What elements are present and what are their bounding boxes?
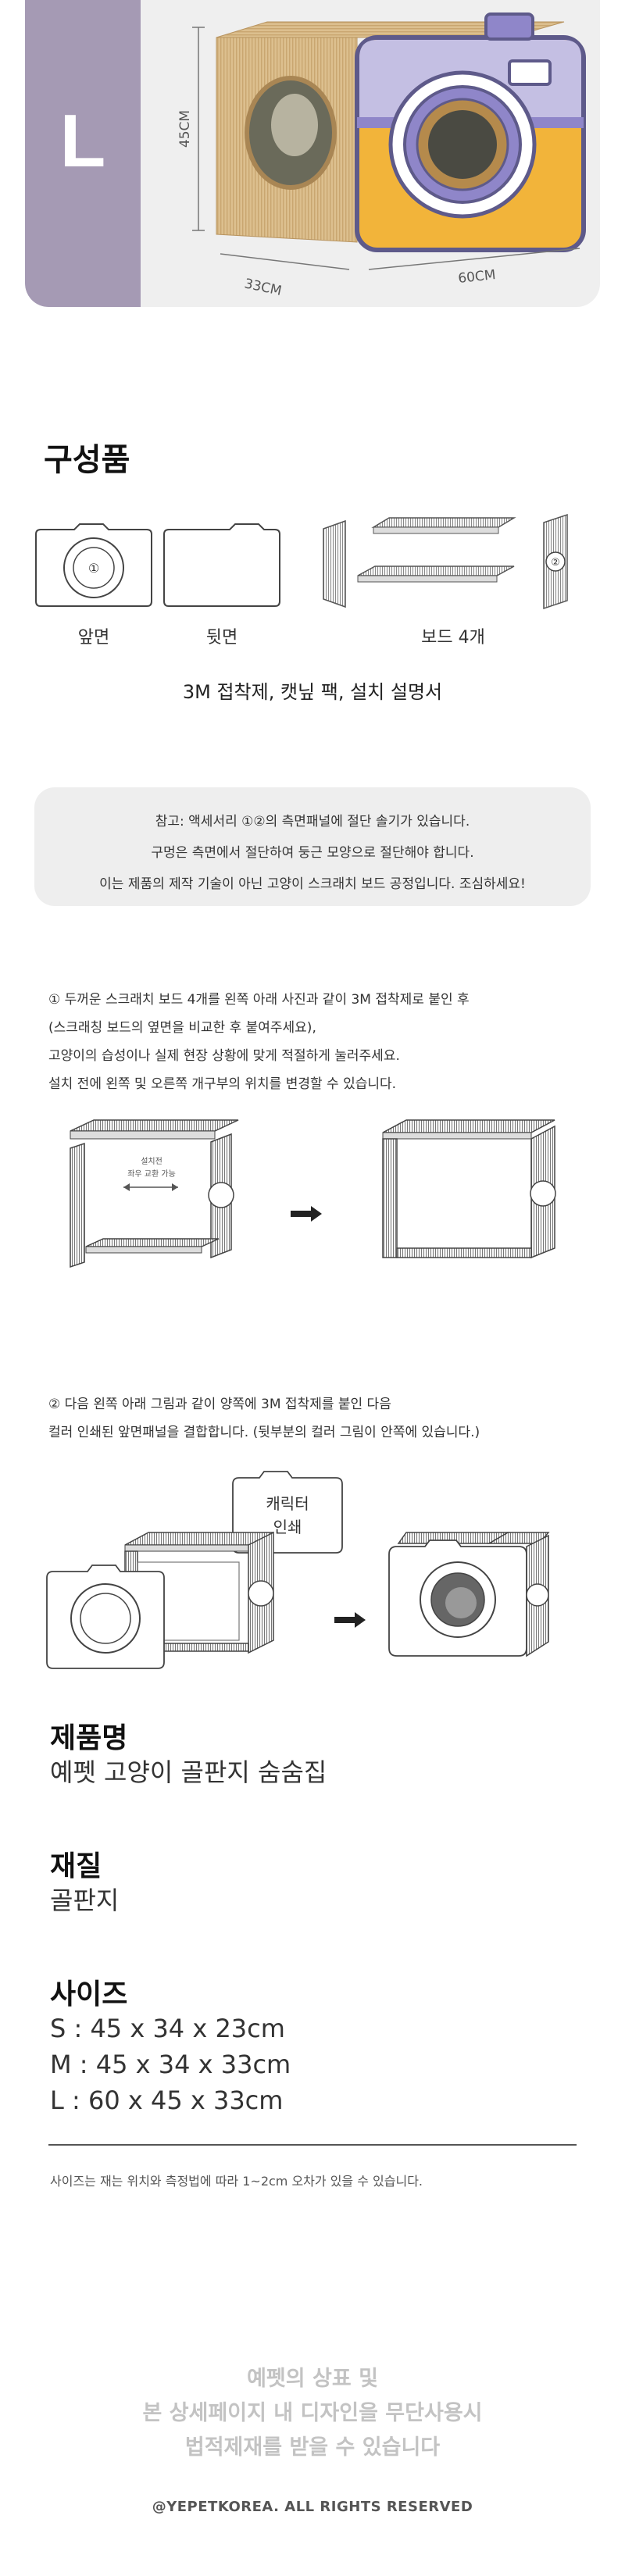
boards-drawing: ② — [323, 513, 568, 610]
right-arrow-icon — [291, 1206, 322, 1222]
spec-size-item: S : 45 x 34 x 23cm — [50, 2014, 285, 2043]
notice-line: 참고: 액세서리 ①②의 측면패널에 절단 솔기가 있습니다. — [155, 814, 470, 830]
divider — [48, 2144, 577, 2146]
step1-line: 설치 전에 왼쪽 및 오른쪽 개구부의 위치를 변경할 수 있습니다. — [48, 1076, 397, 1092]
size-note: 사이즈는 재는 위치와 측정법에 따라 1~2cm 오차가 있을 수 있습니다. — [50, 2174, 423, 2189]
footer-line: 본 상세페이지 내 디자인을 무단사용시 — [142, 2401, 483, 2425]
copyright: @YEPETKOREA. ALL RIGHTS RESERVED — [152, 2499, 473, 2515]
depth-dimension-label: 33CM — [243, 276, 283, 299]
height-dimension-label: 45CM — [177, 110, 193, 148]
step2-line: ② 다음 왼쪽 아래 그림과 같이 양쪽에 3M 접착제를 붙인 다음 — [48, 1397, 391, 1412]
step1-annotation-2: 좌우 교환 가능 — [127, 1169, 176, 1179]
spec-size-title: 사이즈 — [50, 1978, 128, 2010]
back-panel-drawing — [163, 523, 280, 607]
spec-material-value: 골판지 — [50, 1886, 120, 1915]
spec-size-item: M : 45 x 34 x 33cm — [50, 2050, 291, 2079]
front-hole — [428, 110, 497, 179]
components-title: 구성품 — [44, 442, 130, 478]
footer-line: 예펫의 상표 및 — [247, 2367, 378, 2391]
notice-line: 이는 제품의 제작 기술이 아닌 고양이 스크래치 보드 공정입니다. 조심하세… — [99, 876, 526, 892]
spec-material-title: 재질 — [50, 1850, 102, 1882]
spec-name-value: 예펫 고양이 골판지 숨숨집 — [50, 1757, 327, 1787]
camera-front-panel — [355, 12, 586, 252]
size-letter: L — [59, 99, 106, 183]
right-arrow-icon — [334, 1612, 366, 1628]
step1-annotation-1: 설치전 — [141, 1157, 162, 1166]
extras-text: 3M 접착제, 캣닢 팩, 설치 설명서 — [182, 681, 443, 703]
depth-dimension-line — [220, 253, 350, 270]
callout-text-2: 인쇄 — [273, 1518, 302, 1536]
step2-diagram: 캐릭터 인쇄 — [46, 1471, 550, 1669]
size-letter-panel: L — [25, 0, 141, 307]
front-badge-text: ① — [88, 561, 99, 576]
step2-line: 컬러 인쇄된 앞면패널을 결합합니다. (뒷부분의 컬러 그림이 안쪽에 있습니… — [48, 1425, 480, 1440]
front-panel-drawing: ① — [35, 523, 152, 607]
footer-notice: 예펫의 상표 및 본 상세페이지 내 디자인을 무단사용시 법적제재를 받을 수… — [0, 2362, 625, 2465]
step1-line: (스크래칭 보드의 옆면을 비교한 후 붙여주세요), — [48, 1020, 316, 1036]
callout-text-1: 캐릭터 — [266, 1494, 309, 1513]
spec-size-list: S : 45 x 34 x 23cm M : 45 x 34 x 33cm L … — [50, 2010, 291, 2118]
camera-house-illustration: 45CM 33CM 60CM — [177, 12, 586, 299]
width-dimension-label: 60CM — [457, 267, 496, 287]
spec-name-title: 제품명 — [50, 1722, 128, 1754]
step1-text: ① 두꺼운 스크래치 보드 4개를 왼쪽 아래 사진과 같이 3M 접착제로 붙… — [48, 986, 595, 1098]
step1-line: 고양이의 습성이나 실제 현장 상황에 맞게 적절하게 눌러주세요. — [48, 1048, 400, 1064]
notice-box: 참고: 액세서리 ①②의 측면패널에 절단 솔기가 있습니다. 구멍은 측면에서… — [34, 787, 591, 906]
back-label: 뒷면 — [205, 628, 238, 648]
viewfinder-icon — [508, 59, 552, 86]
step1-line: ① 두꺼운 스크래치 보드 4개를 왼쪽 아래 사진과 같이 3M 접착제로 붙… — [48, 992, 470, 1008]
spec-size-item: L : 60 x 45 x 33cm — [50, 2085, 284, 2115]
boards-label: 보드 4개 — [421, 628, 485, 648]
front-label: 앞면 — [77, 628, 110, 648]
step2-text: ② 다음 왼쪽 아래 그림과 같이 양쪽에 3M 접착제를 붙인 다음 컬러 인… — [48, 1390, 595, 1447]
size-card: L 45CM — [25, 0, 600, 307]
width-dimension-line — [368, 248, 580, 270]
notice-line: 구멍은 측면에서 절단하여 둥근 모양으로 절단해야 합니다. — [151, 845, 474, 861]
board-badge-text: ② — [551, 557, 560, 569]
step1-diagram: 설치전 좌우 교환 가능 — [70, 1119, 556, 1268]
footer-line: 법적제재를 받을 수 있습니다 — [184, 2435, 441, 2460]
